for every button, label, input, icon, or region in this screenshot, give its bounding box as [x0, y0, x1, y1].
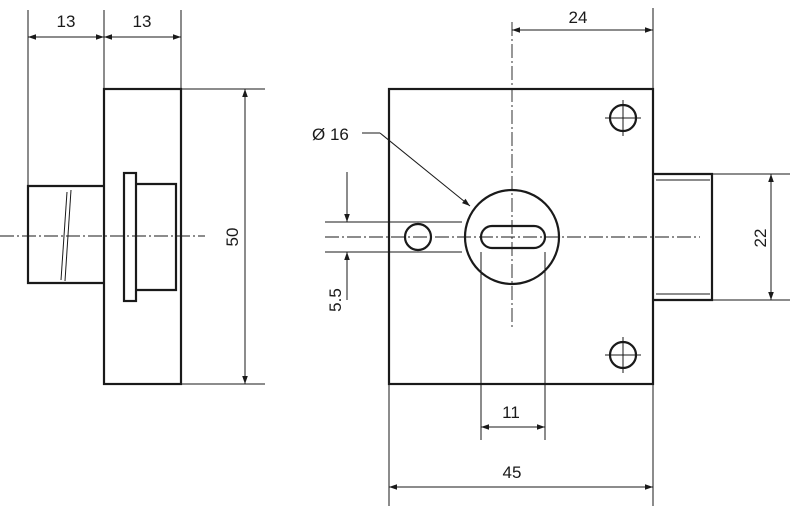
dim-label-bolt: 22: [751, 229, 770, 248]
dim-total-width: 45: [388, 384, 654, 506]
dim-slot-width: 11: [480, 252, 546, 440]
side-view: [0, 87, 205, 386]
front-view: [325, 22, 714, 386]
dim-label-offset: 24: [569, 8, 588, 27]
dim-hole-offset: 5.5: [325, 172, 462, 312]
dim-diameter: Ø 16: [312, 125, 471, 207]
dim-side-widths: 13 13: [27, 10, 182, 186]
front-body: [387, 87, 655, 386]
dim-label-hole-offset: 5.5: [326, 288, 345, 312]
side-body: [102, 87, 183, 386]
dim-label-side-left: 13: [57, 12, 76, 31]
dim-label-total: 45: [503, 463, 522, 482]
dim-bolt-height: 22: [712, 173, 790, 301]
side-flange: [122, 171, 138, 303]
dim-label-diameter: Ø 16: [312, 125, 349, 144]
dim-height: 50: [181, 88, 265, 385]
dim-label-height: 50: [223, 228, 242, 247]
dim-label-slot: 11: [502, 403, 520, 422]
bolt-break-line-2: [64, 189, 72, 282]
bolt-break-line: [60, 191, 68, 281]
side-bolt: [26, 184, 104, 285]
front-bolt: [653, 172, 714, 302]
side-cylinder: [136, 182, 178, 292]
dim-center-offset: 24: [512, 8, 654, 89]
dim-label-side-right: 13: [133, 12, 152, 31]
